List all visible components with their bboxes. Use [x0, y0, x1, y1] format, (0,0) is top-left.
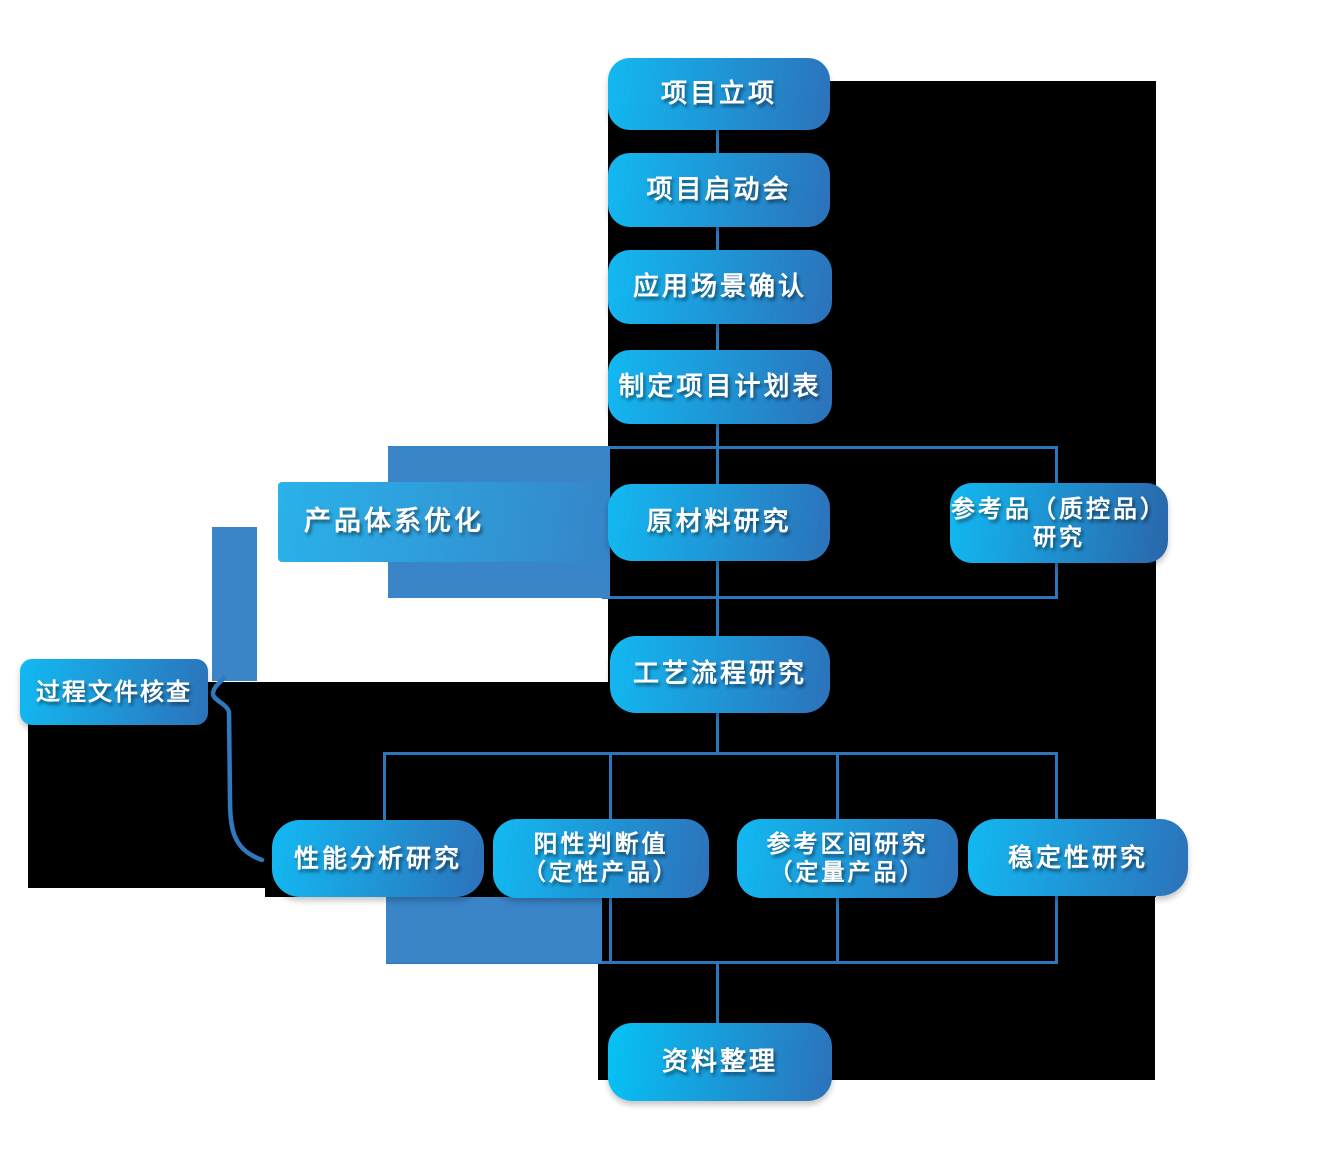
connector-spine-bottom: [716, 963, 719, 1025]
node-application-scenario-confirmation: 应用场景确认: [608, 250, 832, 324]
node-product-system-optimization: 产品体系优化: [278, 482, 610, 562]
connector-collector-horizontal: [386, 961, 1058, 964]
node-label: 制定项目计划表: [618, 371, 822, 402]
panel-left-bar: [212, 527, 257, 681]
connector-branch-right-horizontal-bottom: [602, 596, 1058, 599]
node-reference-product-research: 参考品（质控品） 研究: [950, 483, 1168, 563]
node-label: 稳定性研究: [1007, 842, 1148, 872]
node-label: 性能分析研究: [293, 843, 462, 873]
node-label: 项目立项: [660, 78, 777, 109]
connector-fanout-horizontal: [384, 752, 1058, 755]
node-performance-analysis-research: 性能分析研究: [272, 820, 484, 897]
node-label: 产品体系优化: [304, 506, 484, 538]
node-raw-material-research: 原材料研究: [608, 484, 830, 561]
brace-connector: [210, 675, 265, 863]
connector-drop-performance: [383, 752, 386, 822]
node-label-line1: 阳性判断值: [533, 830, 669, 859]
node-label: 资料整理: [661, 1046, 778, 1077]
node-project-schedule: 制定项目计划表: [608, 350, 832, 424]
node-label-line1: 参考品（质控品）: [951, 494, 1167, 523]
node-label: 应用场景确认: [632, 271, 807, 302]
node-stability-research: 稳定性研究: [968, 819, 1188, 896]
node-process-document-check: 过程文件核查: [20, 659, 208, 725]
node-label-line2: （定性产品）: [522, 860, 680, 887]
node-label: 原材料研究: [646, 507, 792, 538]
node-positive-cutoff-value: 阳性判断值 （定性产品）: [493, 819, 709, 898]
node-process-flow-research: 工艺流程研究: [610, 636, 830, 713]
node-label-line2: 研究: [1032, 524, 1086, 551]
connector-spine-top: [716, 130, 719, 754]
connector-branch-right-horizontal-top: [610, 446, 1058, 449]
node-label: 过程文件核查: [36, 678, 192, 706]
node-label: 工艺流程研究: [632, 659, 807, 690]
node-reference-interval-research: 参考区间研究 （定量产品）: [737, 819, 958, 898]
node-project-initiation: 项目立项: [608, 58, 830, 130]
node-label-line2: （定量产品）: [769, 860, 926, 887]
node-label: 项目启动会: [646, 174, 792, 205]
node-label-line1: 参考区间研究: [766, 830, 929, 859]
node-kickoff-meeting: 项目启动会: [608, 153, 830, 227]
node-data-compilation: 资料整理: [608, 1023, 832, 1101]
panel-performance: [386, 897, 602, 963]
